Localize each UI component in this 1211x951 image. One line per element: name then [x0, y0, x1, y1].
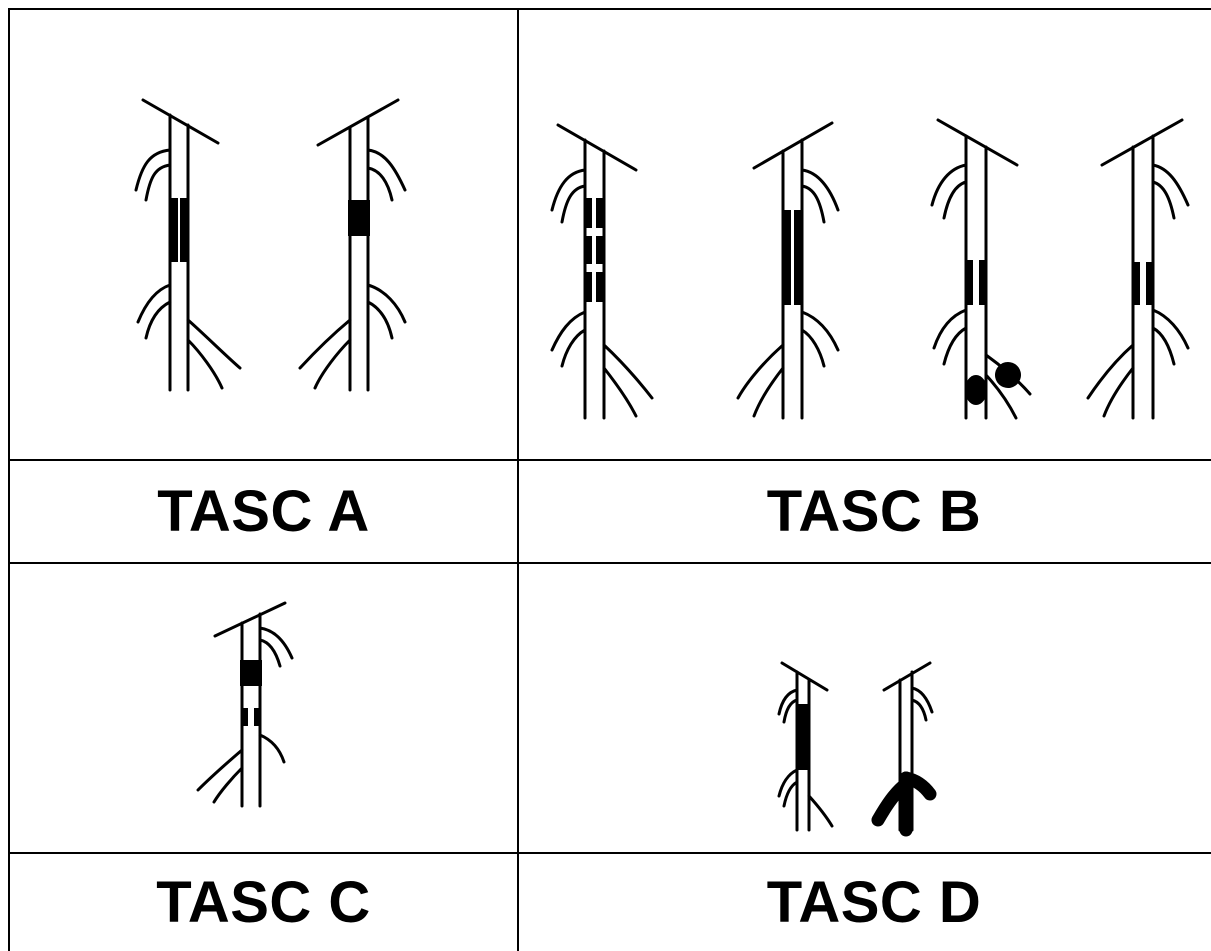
tasc-b-illustration: [519, 10, 1211, 459]
tasc-a-illustration: [10, 10, 517, 459]
tasc-c-label: TASC C: [156, 870, 371, 935]
vessel-diagram: [777, 661, 834, 832]
vessel-diagram: [550, 123, 654, 420]
table-divider-row-2: [8, 562, 1211, 564]
tasc-a-label: TASC A: [157, 479, 370, 544]
tasc-d-illustration: [519, 564, 1211, 852]
table-divider-row-1: [8, 459, 1211, 461]
table-border-top: [8, 8, 1211, 10]
vessel-diagram: [871, 661, 937, 837]
tasc-b-label: TASC B: [766, 479, 982, 544]
vessel-diagram: [134, 98, 242, 392]
vessel-diagram: [196, 601, 294, 808]
vessel-diagram: [736, 121, 840, 420]
vessel-diagram: [930, 118, 1032, 420]
vessel-diagram: [298, 98, 407, 392]
tasc-c-illustration: [10, 564, 517, 852]
tasc-d-label: TASC D: [766, 870, 982, 935]
table-border-left: [8, 8, 10, 951]
vessel-diagram: [1086, 118, 1190, 420]
table-divider-row-3: [8, 852, 1211, 854]
table-divider-vertical: [517, 8, 519, 951]
